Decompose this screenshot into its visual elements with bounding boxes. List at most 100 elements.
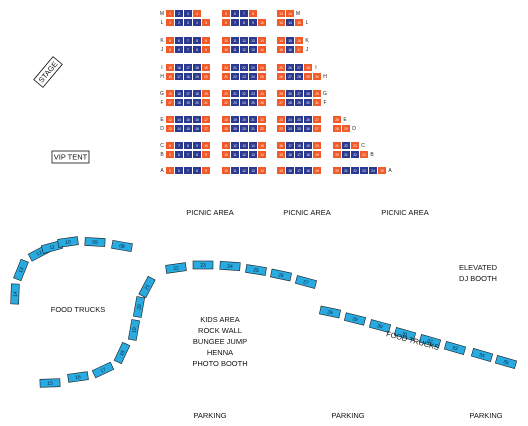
seat[interactable] [175,142,183,149]
seat[interactable] [202,167,210,174]
seat[interactable] [175,99,183,106]
seat[interactable] [277,10,285,17]
seat[interactable] [249,90,257,97]
seat[interactable] [202,99,210,106]
seat[interactable] [202,64,210,71]
seat[interactable] [277,73,285,80]
seat[interactable] [202,73,210,80]
seat[interactable] [295,99,303,106]
booth-box[interactable] [127,319,141,341]
seat[interactable] [286,99,294,106]
seat[interactable] [240,37,248,44]
booth-box[interactable] [470,348,494,362]
seat[interactable] [166,90,174,97]
seat[interactable] [249,116,257,123]
seat[interactable] [360,167,368,174]
seat[interactable] [333,125,341,132]
vendor-booth[interactable]: 31 [393,327,417,341]
seat[interactable] [286,37,294,44]
seat[interactable] [222,19,230,26]
seat[interactable] [240,116,248,123]
seat[interactable] [258,73,266,80]
seat[interactable] [295,167,303,174]
seat[interactable] [249,125,257,132]
seat[interactable] [166,10,174,17]
vendor-booth[interactable]: 16 [67,371,89,383]
seat[interactable] [222,90,230,97]
seat[interactable] [184,46,192,53]
seat[interactable] [193,151,201,158]
seat[interactable] [166,37,174,44]
vendor-booth[interactable]: 23 [192,260,214,270]
seat[interactable] [166,151,174,158]
seat[interactable] [258,46,266,53]
seat[interactable] [333,167,341,174]
booth-box[interactable] [111,239,133,253]
seat[interactable] [231,37,239,44]
seat[interactable] [184,142,192,149]
vendor-booth[interactable]: 09 [84,237,106,247]
vendor-booth[interactable]: 26 [270,268,292,282]
booth-box[interactable] [192,260,214,270]
seat[interactable] [193,116,201,123]
vendor-booth[interactable]: 20 [132,296,146,318]
seat[interactable] [277,64,285,71]
seat[interactable] [231,125,239,132]
seat[interactable] [286,19,294,26]
vendor-booth[interactable]: 15 [39,378,61,388]
seat[interactable] [313,142,321,149]
seat[interactable] [231,73,239,80]
seat[interactable] [295,37,303,44]
seat[interactable] [222,73,230,80]
seat[interactable] [286,116,294,123]
seat[interactable] [333,151,341,158]
seat[interactable] [222,142,230,149]
seat[interactable] [240,90,248,97]
booth-box[interactable] [91,361,115,379]
booth-box[interactable] [319,305,341,319]
seat[interactable] [249,142,257,149]
seat[interactable] [295,151,303,158]
seat[interactable] [258,99,266,106]
seat[interactable] [304,125,312,132]
seat[interactable] [166,46,174,53]
seat[interactable] [231,167,239,174]
seat[interactable] [222,151,230,158]
booth-box[interactable] [443,341,467,355]
seat[interactable] [249,46,257,53]
seat[interactable] [240,64,248,71]
vendor-booth[interactable]: 13 [13,258,29,282]
seat[interactable] [304,73,312,80]
vendor-booth[interactable]: 14 [10,283,20,305]
seat[interactable] [286,142,294,149]
seat[interactable] [313,151,321,158]
seat[interactable] [277,90,285,97]
seat[interactable] [193,142,201,149]
seat[interactable] [184,64,192,71]
seat[interactable] [333,116,341,123]
seat[interactable] [240,19,248,26]
seat[interactable] [249,73,257,80]
seat[interactable] [249,37,257,44]
seat[interactable] [304,142,312,149]
seat[interactable] [184,116,192,123]
seat[interactable] [240,142,248,149]
vendor-booth[interactable]: 34 [470,348,494,362]
seat[interactable] [175,10,183,17]
seat[interactable] [258,151,266,158]
seat[interactable] [277,46,285,53]
seat[interactable] [295,125,303,132]
seat[interactable] [175,19,183,26]
seat[interactable] [202,46,210,53]
seat[interactable] [202,125,210,132]
seat[interactable] [258,37,266,44]
seat[interactable] [240,73,248,80]
seat[interactable] [193,125,201,132]
booth-box[interactable] [39,378,61,388]
seat[interactable] [184,19,192,26]
seat[interactable] [304,64,312,71]
vendor-booth[interactable]: 25 [245,264,267,276]
seat[interactable] [295,64,303,71]
seat[interactable] [304,99,312,106]
seat[interactable] [342,151,350,158]
